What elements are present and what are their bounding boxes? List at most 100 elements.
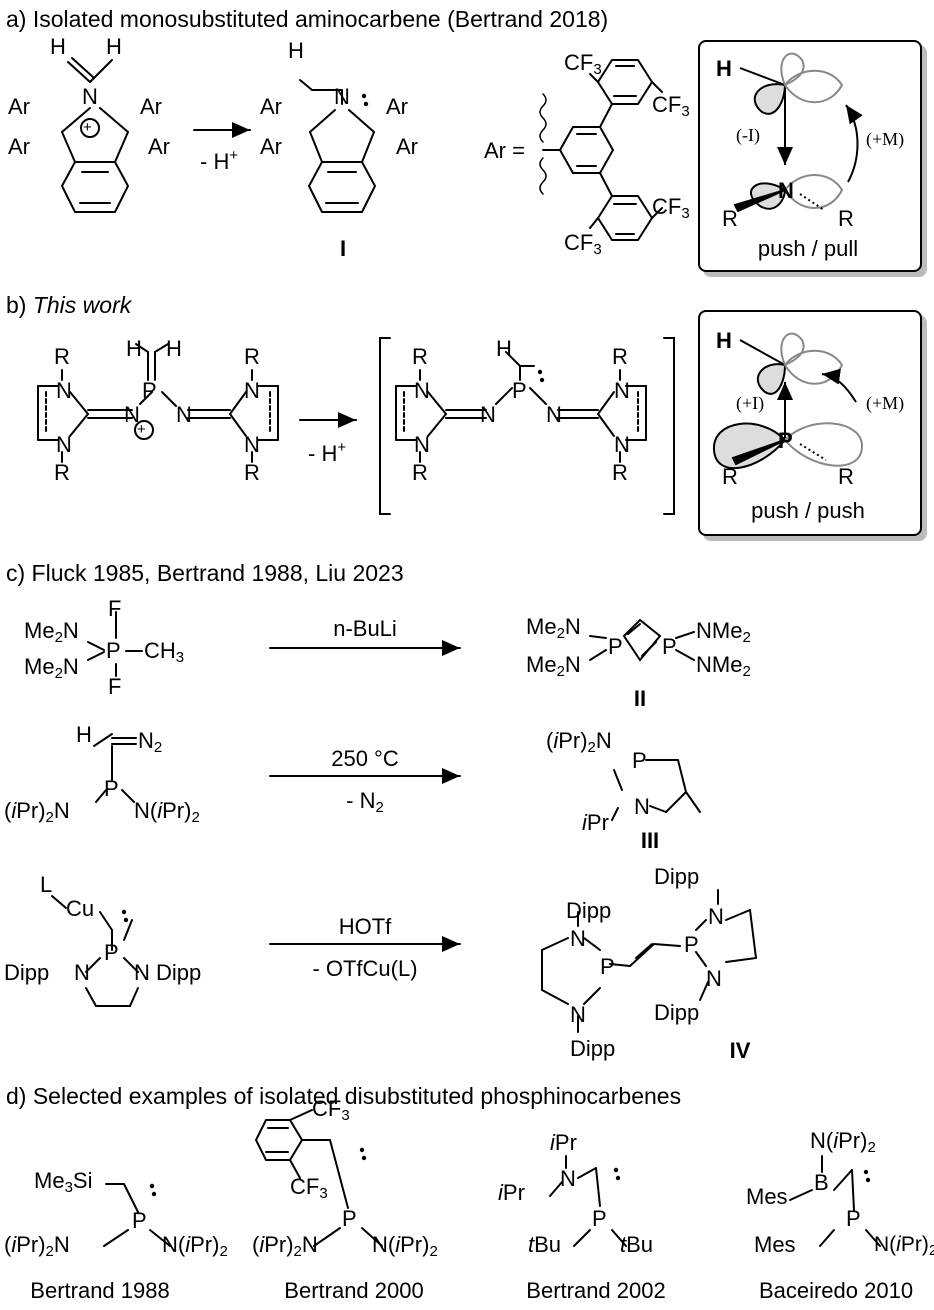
nipr2-group: N(iPr)2 (162, 1232, 228, 1260)
sub-3: 3 (341, 1107, 350, 1124)
ipr-group: iPr (582, 810, 609, 835)
sub-2: 2 (742, 663, 751, 680)
atom-h: H (496, 336, 512, 361)
nme2-group: Me2N (526, 614, 581, 642)
nipr2-group: N(iPr)2 (874, 1233, 934, 1259)
nme2-group: NMe2 (696, 654, 751, 680)
cf-text: CF (290, 1174, 320, 1199)
sub-3: 3 (64, 1179, 73, 1196)
n-text: N (564, 652, 581, 677)
atom-h: H (76, 722, 92, 747)
n-text: N (564, 614, 581, 639)
atom-h: H (106, 34, 122, 59)
atom-r: R (412, 460, 428, 485)
tbu-group: tBu (528, 1232, 562, 1257)
caption-bertrand-2000: Bertrand 2000 (284, 1278, 424, 1303)
atom-r: R (612, 460, 628, 485)
atom-p: P (106, 638, 121, 663)
atom-p: P (142, 378, 157, 403)
mes-label: Mes (754, 1232, 796, 1257)
compound-label-III: III (640, 828, 660, 853)
cf-text: CF (312, 1096, 342, 1121)
atom-p: P (342, 1206, 357, 1231)
atom-r: R (722, 464, 738, 489)
section-b-title-italic: This work (32, 292, 132, 318)
atom-h: H (288, 38, 304, 63)
atom-n: N (134, 960, 150, 985)
cf3-label: CF3 (564, 50, 602, 78)
nipr2-group: N(iPr)2 (372, 1232, 438, 1260)
nme-text: NMe (696, 618, 743, 643)
atom-r: R (244, 344, 260, 369)
dipp-label: Dipp (654, 864, 700, 889)
sub-2: 2 (54, 629, 63, 646)
arrow-a-label: - H+ (200, 148, 238, 173)
cf3-text: CF (564, 50, 594, 75)
nme2-group: Me2N (526, 652, 581, 680)
atom-n: N (570, 926, 586, 951)
ipr2n-group: (iPr)2N (4, 798, 70, 826)
reagent-heat: 250 °C (331, 746, 399, 771)
cf3-label: CF3 (290, 1174, 328, 1202)
section-d-title: d) Selected examples of isolated disubst… (6, 1083, 682, 1109)
cf3-text: CF (652, 92, 682, 117)
me-text: Me (24, 654, 55, 679)
cf3-text: CF (564, 230, 594, 255)
cf3-label: CF3 (564, 230, 602, 258)
sub-2: 2 (556, 663, 565, 680)
ar-definition: Ar = (484, 138, 525, 163)
atom-n: N (414, 432, 430, 457)
atom-n: N (176, 402, 192, 427)
push-push-caption: push / push (751, 498, 865, 523)
atom-p: P (600, 954, 615, 979)
atom-n: N (56, 378, 72, 403)
dipp-label: Dipp (156, 960, 202, 985)
atom-n: N (546, 402, 562, 427)
atom-h: H (50, 34, 66, 59)
atom-n: N (82, 84, 98, 109)
ipr-group: iPr (498, 1180, 525, 1205)
cf3-text: CF (652, 194, 682, 219)
atom-p: P (684, 932, 699, 957)
atom-ar: Ar (8, 94, 30, 119)
atom-p: P (778, 428, 793, 453)
nme2-group: Me2N (24, 620, 79, 646)
n2-group: N2 (138, 728, 163, 756)
sub-3: 3 (319, 1185, 328, 1202)
arrow-a-text: - H (200, 149, 230, 174)
section-a-title: a) Isolated monosubstituted aminocarbene… (6, 6, 609, 32)
cf3-sub: 3 (681, 205, 690, 222)
plus-charge: + (83, 119, 92, 136)
cf3-sub: 3 (593, 241, 602, 258)
atom-n: N (706, 966, 722, 991)
sub-3: 3 (175, 649, 185, 666)
atom-n: N (244, 378, 260, 403)
atom-p: P (632, 748, 647, 773)
si-text: Si (72, 1168, 93, 1193)
atom-r: R (54, 344, 70, 369)
nbuli-text: n-BuLi (333, 616, 397, 641)
atom-l: L (40, 872, 53, 897)
tbu-group: tBu (620, 1232, 654, 1257)
cf3-sub: 3 (593, 61, 602, 78)
sub-2: 2 (153, 739, 163, 756)
atom-n: N (778, 178, 794, 203)
atom-p: P (592, 1206, 607, 1231)
atom-ar: Ar (140, 94, 162, 119)
atom-r: R (612, 344, 628, 369)
atom-p: P (104, 776, 119, 801)
atom-p: P (132, 1208, 147, 1233)
arrow-b-sup: + (337, 439, 347, 456)
atom-h: H (166, 336, 182, 361)
cf3-sub: 3 (681, 103, 690, 120)
atom-h: H (126, 336, 142, 361)
atom-ar: Ar (396, 134, 418, 159)
minus-n-text: - N (346, 788, 376, 813)
atom-n: N (560, 1166, 576, 1191)
dipp-label: Dipp (654, 1000, 700, 1025)
atom-r: R (54, 460, 70, 485)
atom-n: N (414, 378, 430, 403)
reagent-nbuli: n-BuLi (333, 618, 397, 640)
atom-f: F (108, 674, 122, 699)
n-text: N (138, 728, 154, 753)
